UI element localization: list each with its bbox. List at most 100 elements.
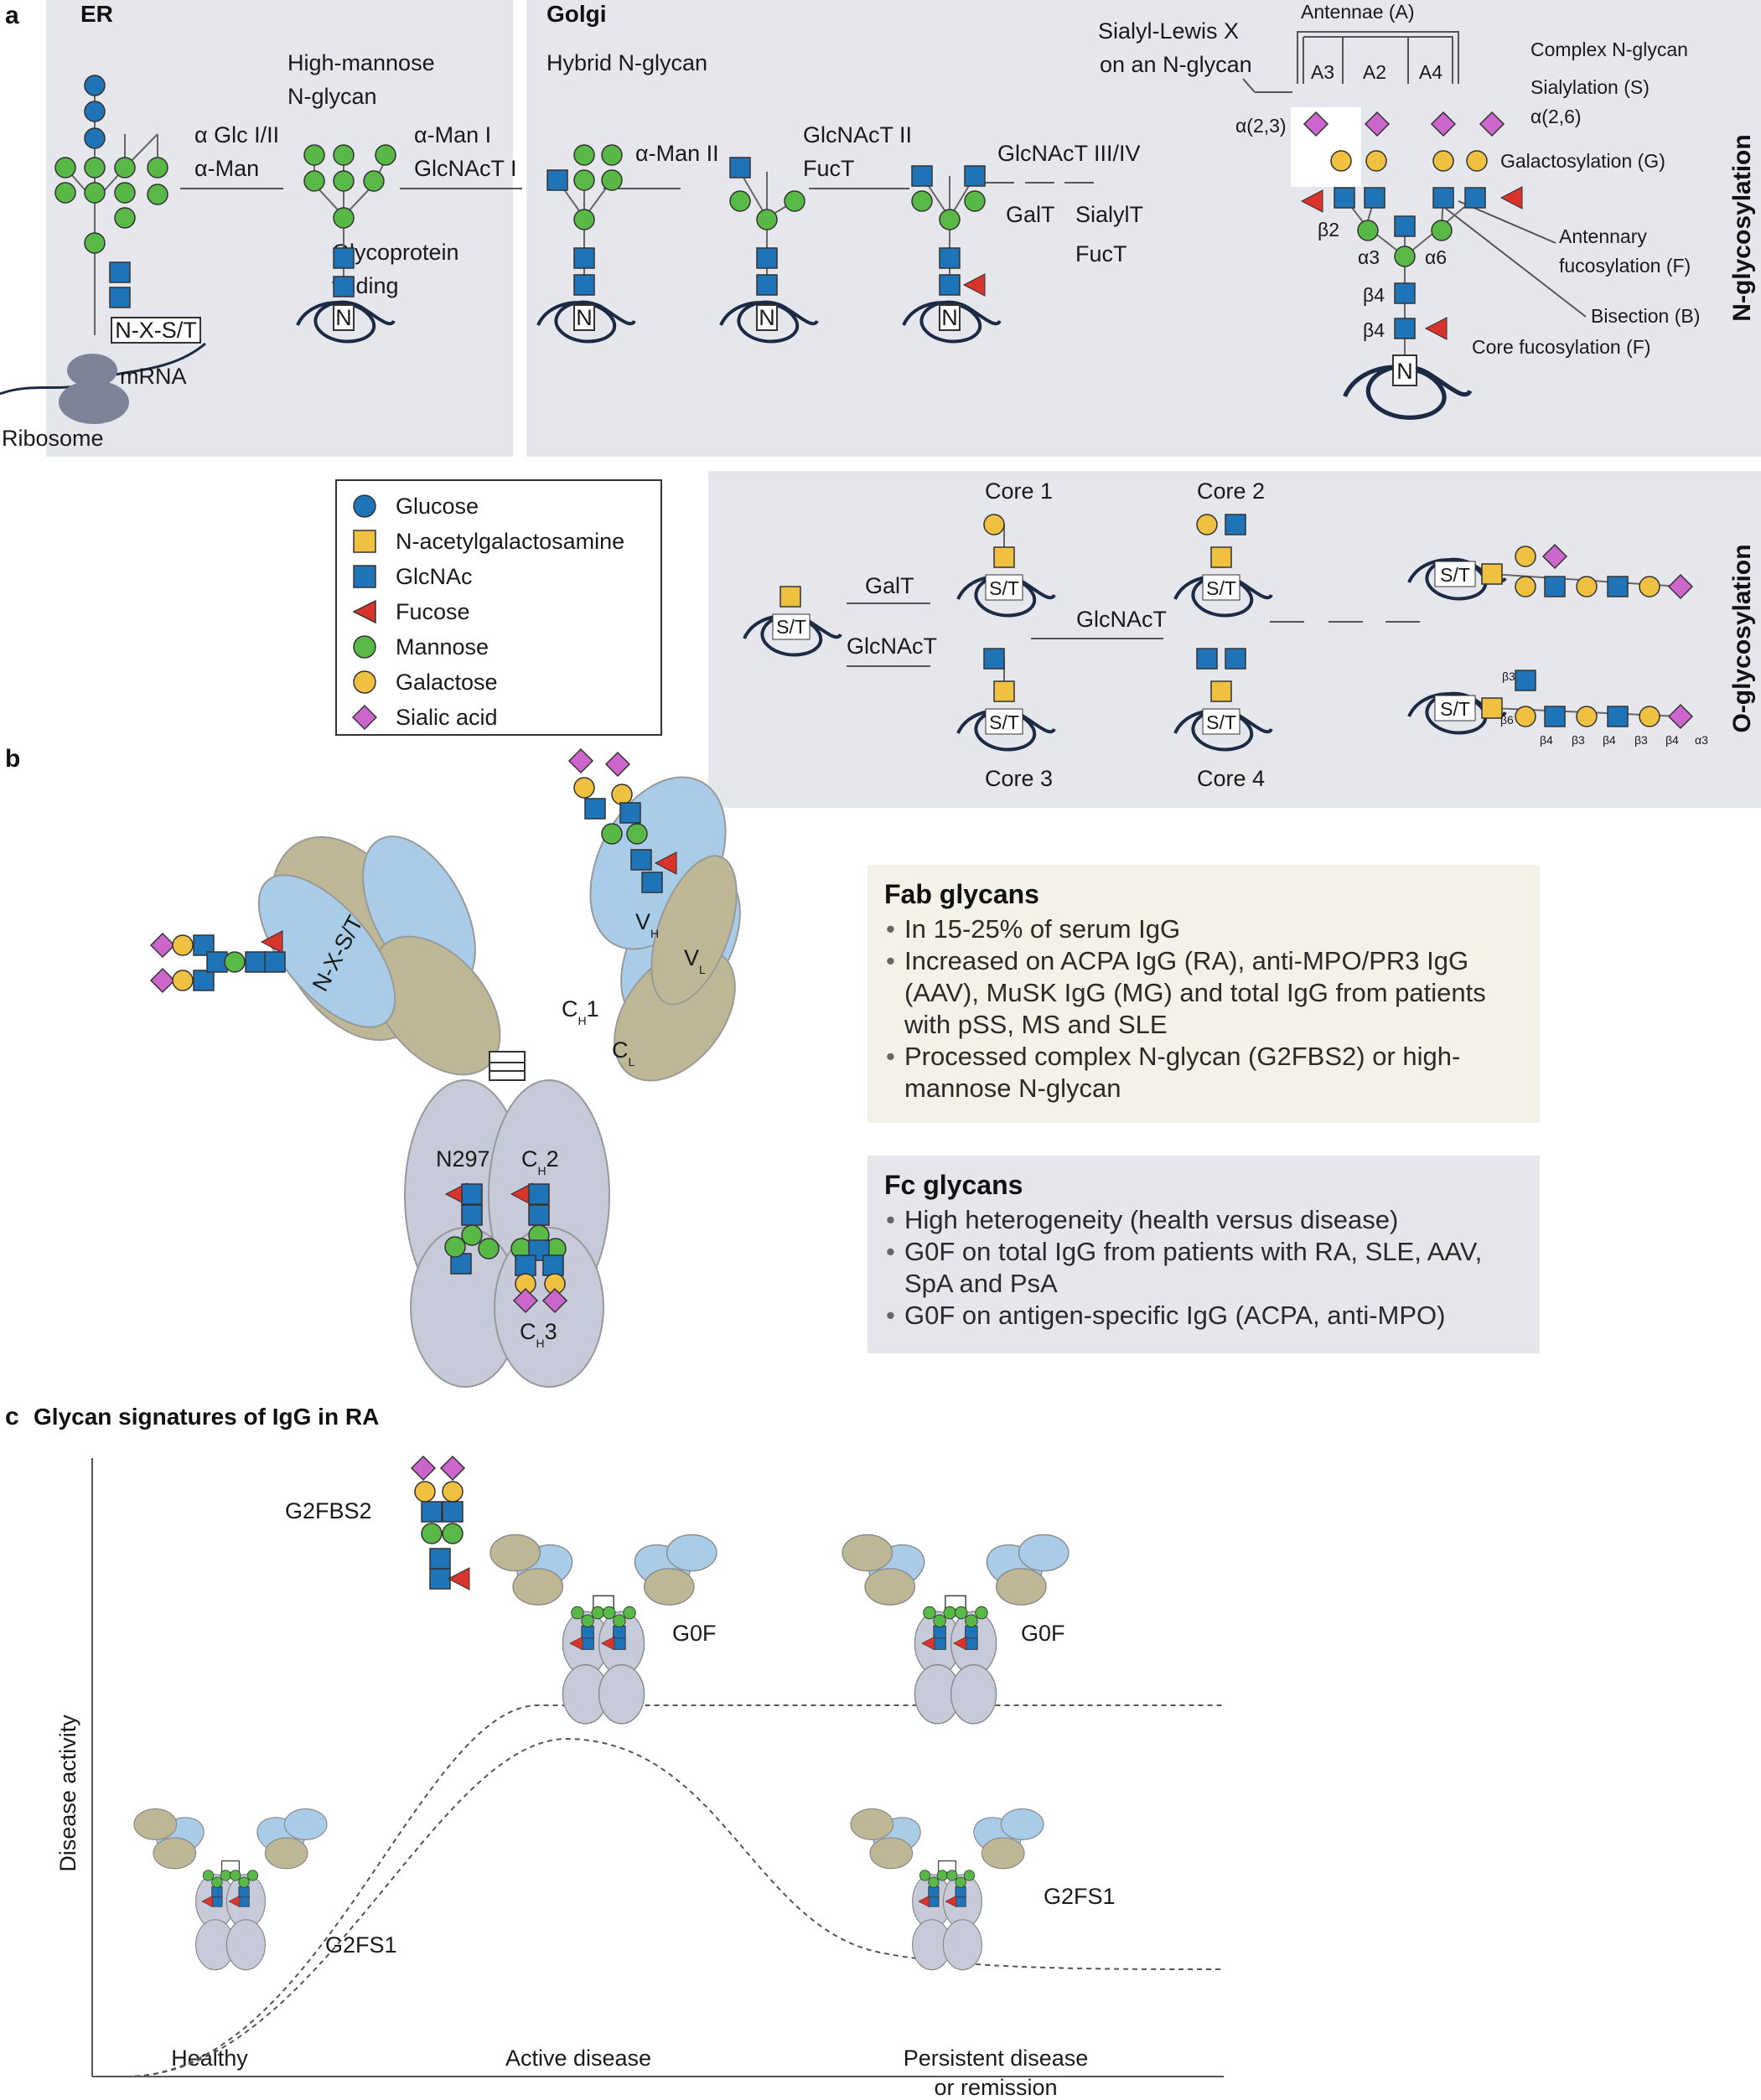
chain-link-label: β4 bbox=[1603, 733, 1616, 747]
persistent-curve bbox=[125, 1704, 1224, 2077]
antennae-label: Antennae (A) bbox=[1301, 1, 1415, 23]
legend-item: GlcNAc bbox=[352, 561, 473, 592]
step5-l1: GlcNAcT III/IV bbox=[997, 141, 1141, 166]
n-label-3: N bbox=[759, 305, 775, 330]
ribosome-label: Ribosome bbox=[2, 426, 104, 451]
ribosome-small bbox=[67, 354, 117, 387]
panel-c-label: c bbox=[5, 1403, 19, 1430]
square-icon bbox=[353, 565, 376, 588]
b4a-label: β4 bbox=[1363, 284, 1385, 306]
g2fs1-label-2: G2FS1 bbox=[1044, 1884, 1116, 1909]
glcnact2-label: GlcNAcT bbox=[1076, 607, 1167, 632]
mrna-label: mRNA bbox=[120, 364, 187, 389]
fab-item: In 15-25% of serum IgG bbox=[884, 913, 1523, 945]
legend-label: Galactose bbox=[396, 669, 498, 695]
sequon-box bbox=[111, 317, 201, 344]
legend-label: Glucose bbox=[396, 493, 479, 519]
diamond-icon bbox=[352, 705, 377, 730]
high-mannose-glycan bbox=[303, 144, 396, 297]
hybrid-glycan-2 bbox=[729, 157, 805, 296]
st-label-5: S/T bbox=[1206, 711, 1236, 733]
galt-label: GalT bbox=[865, 573, 914, 598]
b4b-label: β4 bbox=[1363, 319, 1385, 341]
er-title: ER bbox=[80, 1, 113, 27]
ch1-label: CH1 bbox=[562, 996, 599, 1027]
core4-glycan bbox=[1173, 648, 1273, 752]
step4-l1: GlcNAcT II bbox=[803, 122, 912, 147]
vh-label: VH bbox=[635, 909, 659, 940]
b3-label: β3 bbox=[1502, 670, 1515, 683]
fab-item: Increased on ACPA IgG (RA), anti-MPO/PR3… bbox=[884, 945, 1523, 1041]
glcnact-label: GlcNAcT bbox=[847, 634, 937, 659]
fc-title: Fc glycans bbox=[884, 1170, 1023, 1200]
step1-l1: α Glc I/II bbox=[194, 122, 279, 147]
legend-label: Sialic acid bbox=[396, 704, 498, 730]
golgi-title: Golgi bbox=[546, 1, 607, 27]
a2-label: A2 bbox=[1363, 61, 1386, 83]
fc-item: G0F on antigen-specific IgG (ACPA, anti-… bbox=[884, 1300, 1523, 1332]
fc-item: High heterogeneity (health versus diseas… bbox=[884, 1204, 1523, 1236]
fab-title: Fab glycans bbox=[884, 879, 1039, 909]
b6-label: β6 bbox=[1500, 713, 1514, 727]
extended-o-glycan-2 bbox=[1407, 670, 1693, 735]
fab-glycan-nxst bbox=[150, 930, 286, 993]
legend-item: Sialic acid bbox=[352, 702, 498, 732]
al6-label: α6 bbox=[1425, 246, 1447, 268]
core4-label: Core 4 bbox=[1197, 766, 1265, 791]
st-label-2: S/T bbox=[989, 577, 1019, 599]
extended-o-glycan-1 bbox=[1407, 544, 1693, 601]
sequon-label: N-X-S/T bbox=[115, 318, 197, 343]
fc-item: G0F on total IgG from patients with RA, … bbox=[884, 1236, 1523, 1300]
g2fs1-label-1: G2FS1 bbox=[325, 1932, 397, 1958]
core1-label: Core 1 bbox=[985, 478, 1053, 504]
er-precursor-glycan bbox=[54, 75, 168, 335]
bisection-label: Bisection (B) bbox=[1591, 305, 1700, 327]
x-label-active: Active disease bbox=[505, 2046, 651, 2071]
legend-item: Mannose bbox=[352, 632, 489, 662]
st-label-1: S/T bbox=[776, 616, 806, 638]
golgi-panel bbox=[526, 0, 1761, 457]
cl-label: CL bbox=[612, 1037, 635, 1068]
core2-glycan bbox=[1173, 514, 1273, 618]
x-label-remission: or remission bbox=[934, 2075, 1057, 2100]
panel-a-label: a bbox=[5, 2, 19, 29]
step2-l1: α-Man I bbox=[414, 122, 491, 147]
chain-link-label: β3 bbox=[1572, 733, 1585, 747]
circle-icon bbox=[353, 635, 376, 659]
a3-label: A3 bbox=[1311, 61, 1334, 83]
complex-label: Complex N-glycan bbox=[1531, 39, 1688, 60]
g0f-label-2: G0F bbox=[1021, 1621, 1065, 1646]
core-fuc-label: Core fucosylation (F) bbox=[1472, 336, 1650, 358]
vl-label: VL bbox=[684, 945, 706, 976]
igg-healthy bbox=[134, 1809, 327, 1970]
n-glycosylation-label: N-glycosylation bbox=[1728, 134, 1756, 321]
step5-l3: SialylT bbox=[1075, 202, 1143, 227]
igg-remission bbox=[851, 1809, 1044, 1970]
antennary-fuc-l1: Antennary bbox=[1559, 225, 1647, 247]
legend-label: Mannose bbox=[396, 634, 489, 659]
g0f-label-1: G0F bbox=[672, 1621, 717, 1646]
sialyl-lewis-l1: Sialyl-Lewis X bbox=[1098, 18, 1239, 44]
b2-label: β2 bbox=[1318, 219, 1339, 241]
panel-c-title: Glycan signatures of IgG in RA bbox=[34, 1404, 379, 1430]
circle-icon bbox=[353, 494, 376, 518]
ch3-label: CH3 bbox=[520, 1319, 557, 1350]
step1-l2: α-Man bbox=[194, 156, 259, 181]
hybrid-label: Hybrid N-glycan bbox=[546, 50, 707, 75]
chain-link-label: β4 bbox=[1665, 733, 1679, 747]
fab-glycans-box: Fab glycans In 15-25% of serum IgG Incre… bbox=[868, 865, 1540, 1123]
igg-antibody bbox=[257, 776, 741, 1388]
square-icon bbox=[353, 530, 376, 553]
g2fbs2-label: G2FBS2 bbox=[285, 1498, 372, 1523]
n-label-1: N bbox=[335, 305, 352, 330]
legend-label: GlcNAc bbox=[396, 563, 473, 589]
ch2-label: CH2 bbox=[521, 1146, 559, 1177]
legend-item: Galactose bbox=[352, 667, 498, 697]
high-mannose-l2: N-glycan bbox=[287, 84, 377, 109]
sialylation-label: Sialylation (S) bbox=[1531, 76, 1650, 98]
circle-icon bbox=[353, 670, 376, 694]
legend-label: N-acetylgalactosamine bbox=[396, 528, 625, 554]
step4-l2: FucT bbox=[803, 156, 855, 181]
